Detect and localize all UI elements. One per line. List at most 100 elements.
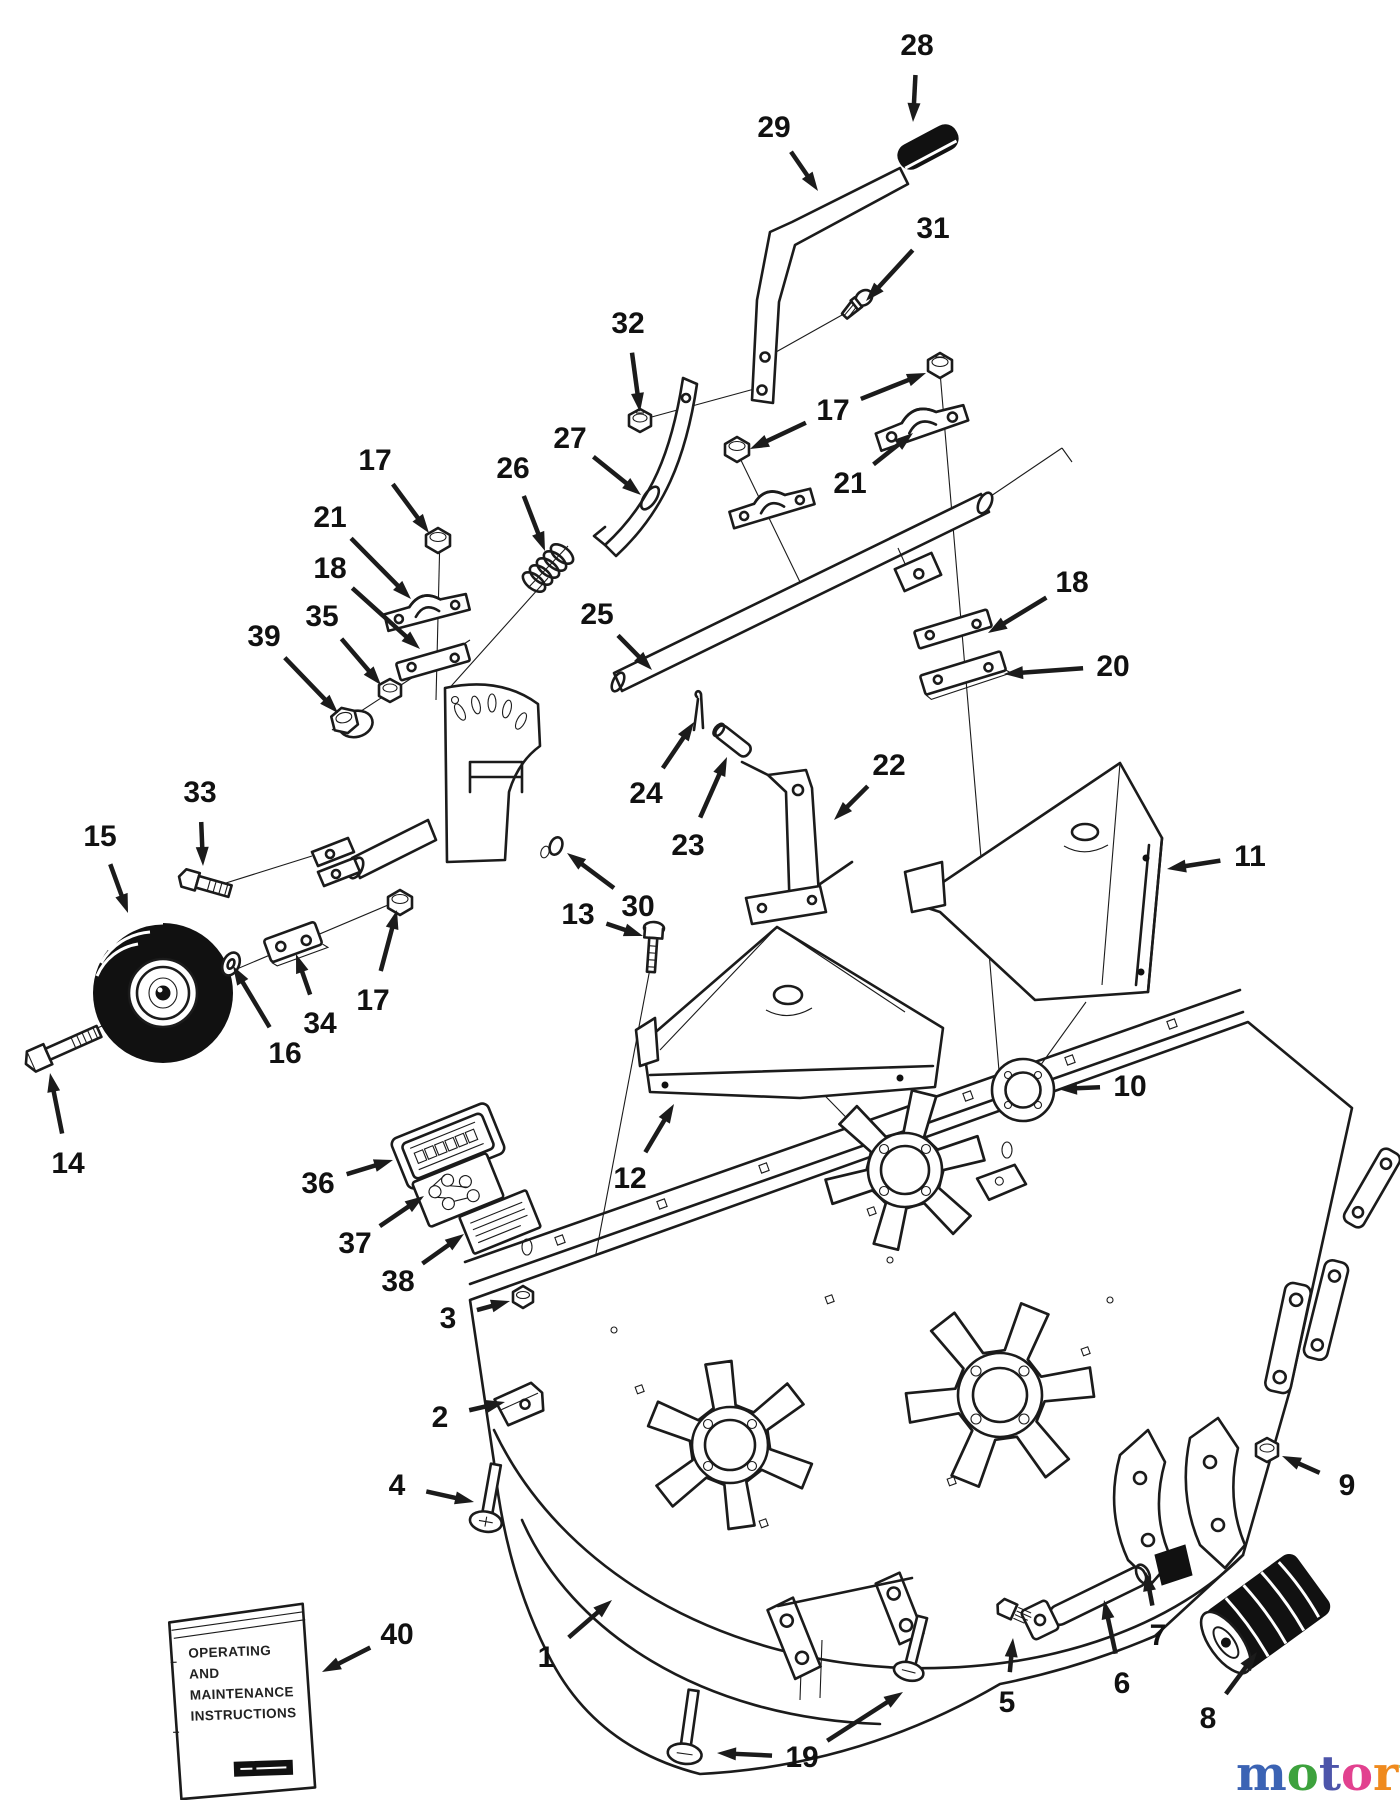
part-number-2: 2 [432,1401,449,1434]
callout-arrowhead [385,910,399,931]
callout-arrow [728,1751,773,1758]
part-number-4: 4 [389,1469,406,1502]
part-number-40: 40 [380,1618,413,1651]
callout-arrowhead [622,478,641,495]
deck-bolt-13 [642,920,666,974]
part-number-26: 26 [496,452,529,485]
callout-arrowhead [567,853,587,870]
callout-arrow [660,730,690,770]
part-number-13: 13 [561,898,594,931]
part-number-23: 23 [671,829,704,862]
shaft-clamp-left [383,592,471,633]
callout-arrowhead [1004,1638,1018,1658]
callout-arrowhead [233,966,249,986]
booklet-line: AND [189,1666,220,1682]
callout-arrowhead [622,923,643,937]
part-number-37: 37 [338,1227,371,1260]
callout-arrowhead [363,666,381,685]
callout-arrowhead [1143,1572,1156,1592]
callout-arrow [643,1113,670,1154]
shaft-clamp-right [874,403,970,453]
part-number-22: 22 [872,749,905,782]
callout-arrow [521,495,543,541]
callout-arrowhead [401,631,420,649]
callout-arrow [50,1084,65,1135]
callout-arrowhead [296,954,309,975]
part-number-1: 1 [538,1641,555,1674]
deck-bolt [468,1462,503,1534]
callout-arrowhead [834,801,853,820]
part-number-36: 36 [301,1167,334,1200]
callout-arrowhead [320,694,338,713]
locknut-17-left [424,526,452,555]
callout-arrowhead [894,433,913,450]
part-number-38: 38 [381,1265,414,1298]
flange-nut-39 [329,706,374,739]
part-number-33: 33 [183,776,216,809]
callout-arrowhead [866,282,884,301]
callout-arrowhead [634,651,652,670]
part-number-18: 18 [1055,566,1088,599]
part-number-12: 12 [613,1162,646,1195]
cotter-pin [692,689,705,732]
callout-arrowhead [393,580,411,599]
front-hanger-bracket [766,1571,925,1681]
nut-35 [377,677,403,704]
callout-arrowhead [677,722,694,742]
axle-bolt [24,1024,103,1073]
part-number-29: 29 [757,111,790,144]
part-number-8: 8 [1200,1702,1217,1735]
part-number-11: 11 [1234,840,1266,873]
callout-arrow [1104,1611,1118,1655]
part-number-32: 32 [611,307,644,340]
plate-20 [919,650,1013,701]
callout-arrowhead [322,1657,342,1672]
part-number-28: 28 [900,29,933,62]
part-number-16: 16 [268,1037,301,1070]
callout-arrow [237,975,272,1029]
shaft-clamp-mid [728,487,816,530]
part-number-19: 19 [785,1741,818,1774]
part-number-17: 17 [358,444,391,477]
callout-layer: 1234567891011121314151617171718181920212… [47,29,1355,1774]
callout-arrow [378,921,397,972]
callout-arrowhead [801,171,818,191]
part-number-31: 31 [916,212,949,245]
callout-arrow [759,420,807,446]
callout-arrowhead [631,392,644,412]
callout-arrowhead [1058,1081,1078,1095]
deck-bracket [493,1381,545,1427]
part-number-14: 14 [51,1147,85,1180]
callout-arrow [997,595,1048,629]
booklet-line: MAINTENANCE [190,1684,295,1703]
callout-arrow [349,536,405,593]
callout-arrowhead [907,102,921,122]
grip-bolt [840,288,874,320]
height-quadrant [310,683,564,888]
part-number-20: 20 [1096,650,1129,683]
plate-18-right [913,608,993,650]
booklet-line: OPERATING [188,1643,271,1661]
roller-bolt [996,1597,1032,1624]
motoruf-logo: motoruf.de [1236,1746,1400,1800]
part-number-6: 6 [1114,1667,1131,1700]
part-number-5: 5 [999,1686,1016,1719]
decal-text [458,1189,542,1255]
callout-arrowhead [988,617,1008,633]
spindle-pulley-right [884,1276,1116,1514]
spindle-pulley-top [813,1075,996,1265]
part-number-34: 34 [303,1007,337,1040]
roller-nut [1254,1436,1280,1464]
callout-arrow [567,1606,605,1640]
pedal-grip [897,124,959,170]
part-number-18: 18 [313,552,346,585]
callout-arrow [698,767,725,819]
part-number-21: 21 [313,501,346,534]
roller-pin [1020,1563,1152,1641]
spacer-34 [263,921,330,967]
callout-arrow [1015,665,1084,676]
callout-arrow [339,637,375,678]
